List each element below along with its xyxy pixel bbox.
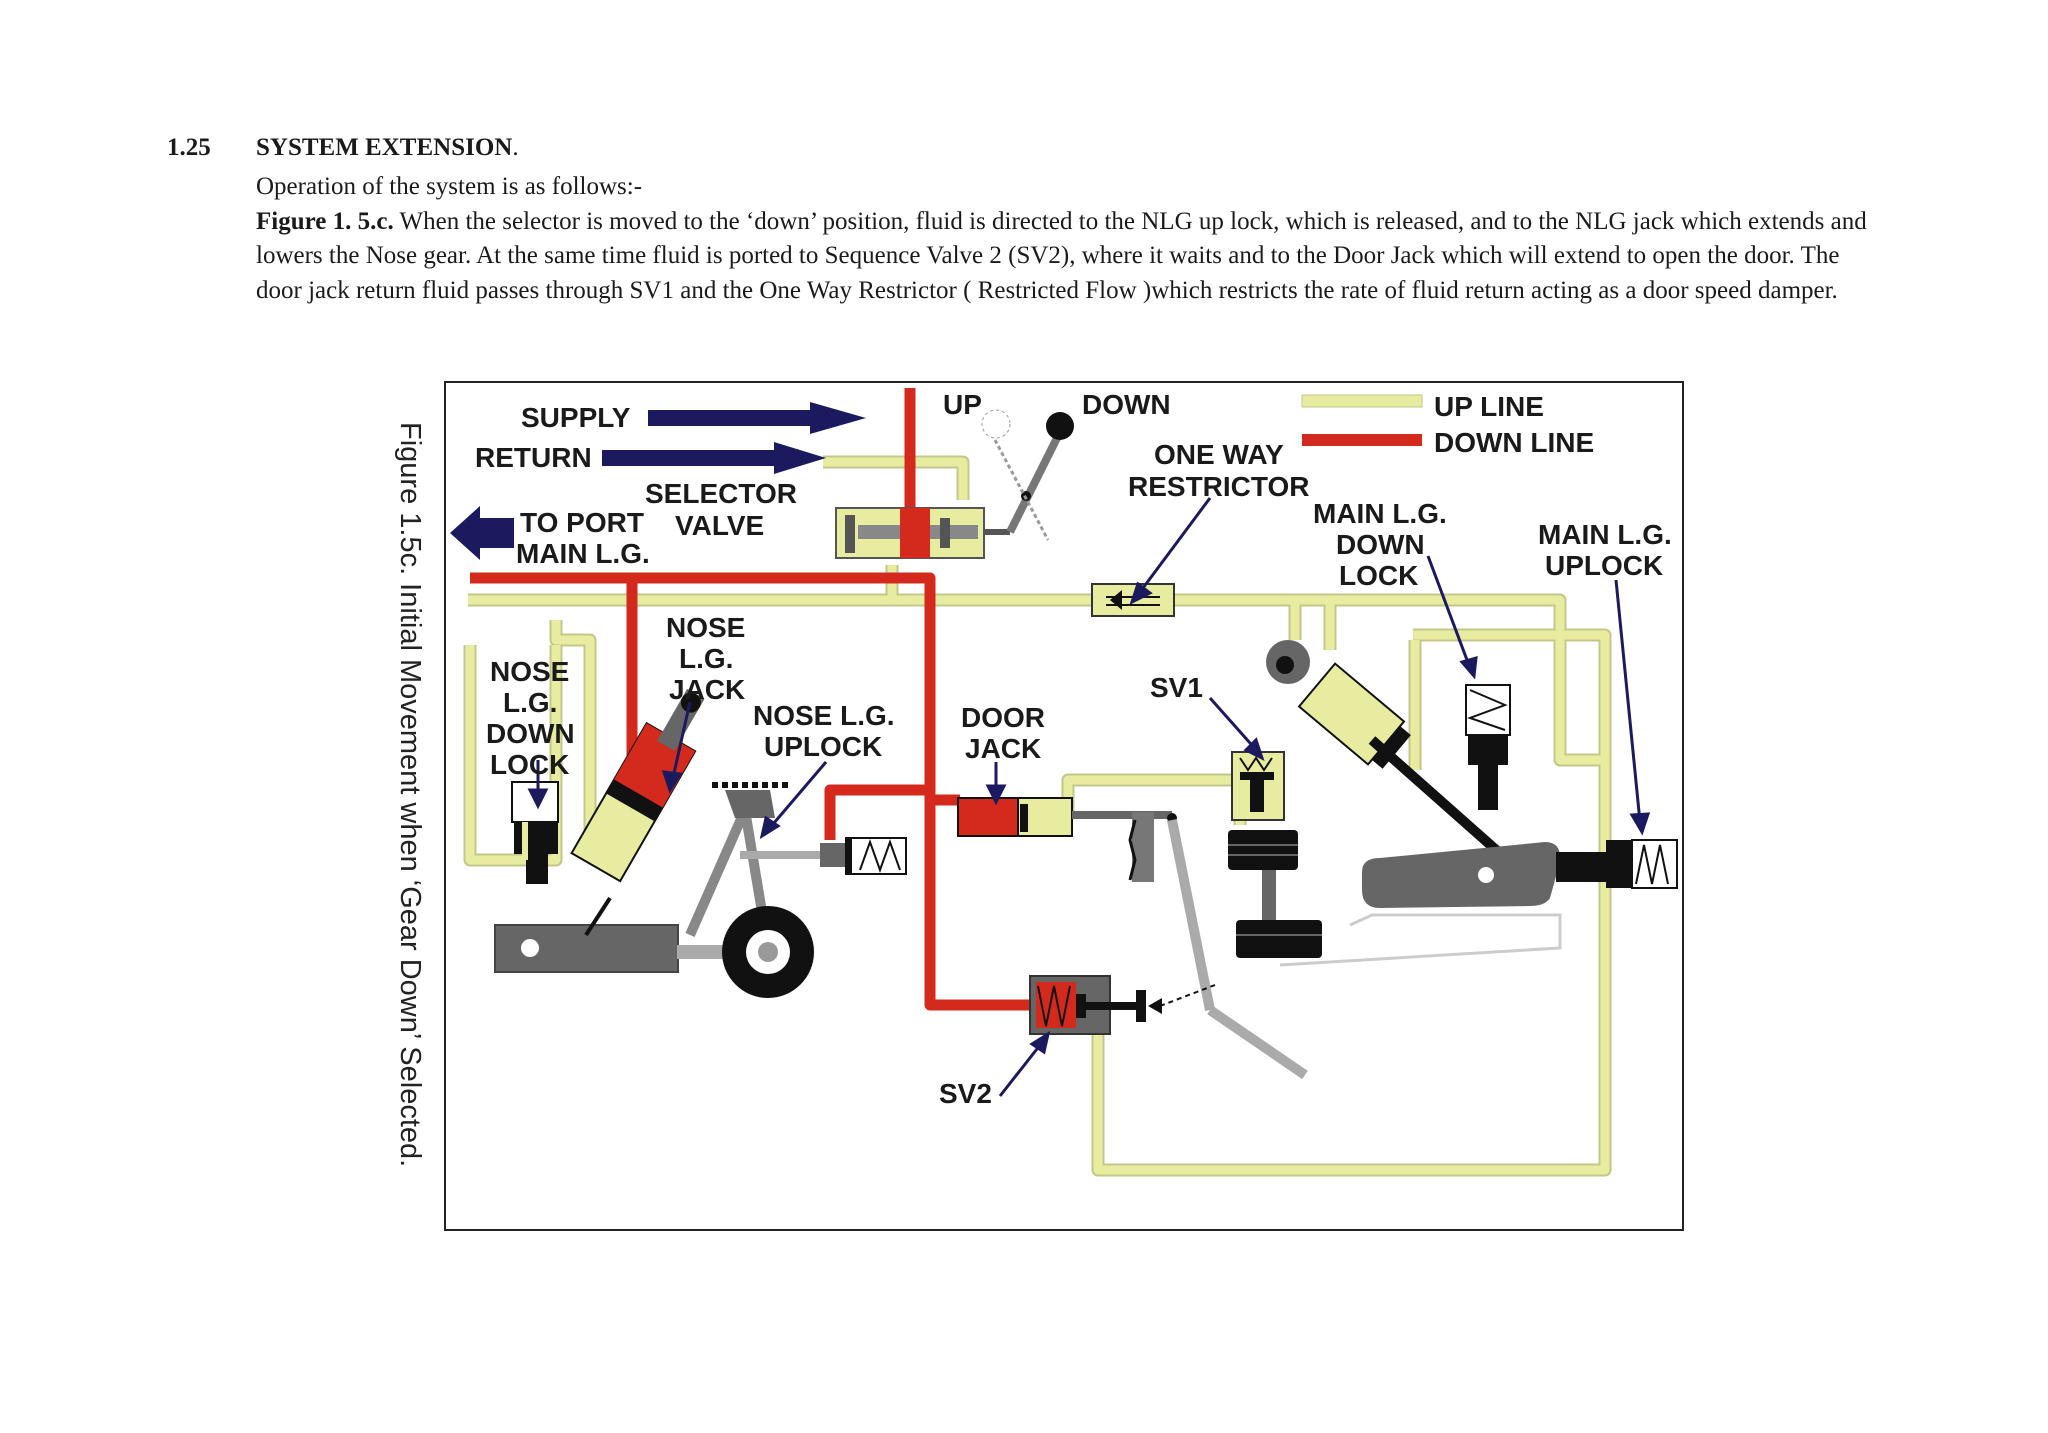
- main-down-lock: [1266, 640, 1534, 884]
- label-return: RETURN: [475, 442, 592, 473]
- section-title-suffix: .: [512, 134, 519, 161]
- label-nose-jack-line2: L.G.: [679, 643, 733, 674]
- label-main-uplock-line1: MAIN L.G.: [1538, 519, 1672, 550]
- label-to-port-line1: TO PORT: [520, 507, 644, 538]
- label-nose-uplock-line1: NOSE L.G.: [753, 700, 895, 731]
- label-to-port-line2: MAIN L.G.: [516, 538, 650, 569]
- figure-reference: Figure 1. 5.c.: [256, 207, 394, 235]
- label-main-uplock-line2: UPLOCK: [1545, 550, 1663, 581]
- label-nose-down-lock-line4: LOCK: [490, 749, 569, 780]
- label-nose-uplock-line2: UPLOCK: [764, 731, 882, 762]
- selector-valve: [835, 409, 1074, 559]
- to-port-arrow: [450, 506, 514, 560]
- section-intro: Operation of the system is as follows:-: [256, 173, 643, 200]
- up-line-pipes-fill: [465, 457, 1610, 1175]
- label-main-down-lock-line1: MAIN L.G.: [1313, 498, 1447, 529]
- sv1-valve: [1228, 751, 1322, 958]
- paragraph-text: When the selector is moved to the ‘down’…: [256, 207, 1867, 304]
- main-uplock: [1556, 839, 1678, 889]
- label-nose-down-lock-line2: L.G.: [503, 687, 557, 718]
- door-jack: [957, 797, 1308, 1080]
- label-supply: SUPPLY: [521, 402, 631, 433]
- label-door-jack-line1: DOOR: [961, 702, 1045, 733]
- legend-down-line: DOWN LINE: [1434, 427, 1594, 458]
- label-nose-jack-line1: NOSE: [666, 612, 745, 643]
- label-nose-down-lock-line1: NOSE: [490, 656, 569, 687]
- legend-up-swatch: [1301, 394, 1423, 408]
- label-down: DOWN: [1082, 389, 1171, 420]
- label-selector-line1: SELECTOR: [645, 478, 797, 509]
- figure-frame: [444, 381, 1684, 1231]
- label-nose-down-lock-line3: DOWN: [486, 718, 575, 749]
- section-title: SYSTEM EXTENSION.: [256, 134, 519, 162]
- nose-jack: [570, 688, 705, 883]
- label-one-way-line1: ONE WAY: [1154, 439, 1284, 470]
- section-title-text: SYSTEM EXTENSION: [256, 134, 513, 161]
- section-paragraph: Figure 1. 5.c. When the selector is move…: [256, 205, 1886, 309]
- label-main-down-lock-line2: DOWN: [1336, 529, 1425, 560]
- label-selector-line2: VALVE: [675, 510, 764, 541]
- label-sv2: SV2: [939, 1078, 992, 1109]
- label-up: UP: [943, 389, 982, 420]
- section-body: Operation of the system is as follows:- …: [256, 170, 1886, 308]
- legend-down-swatch: [1302, 434, 1422, 446]
- supply-arrow: [648, 402, 866, 434]
- nose-gear: [494, 782, 814, 998]
- pointer-arrows: [527, 497, 1651, 1097]
- label-nose-jack-line3: JACK: [669, 674, 745, 705]
- label-door-jack-line2: JACK: [965, 733, 1041, 764]
- legend-up-line: UP LINE: [1434, 391, 1544, 422]
- nose-uplock: [740, 837, 907, 875]
- return-arrow: [602, 442, 826, 474]
- label-sv1: SV1: [1150, 672, 1203, 703]
- main-uplock-spring: [1465, 684, 1511, 810]
- section-number: 1.25: [167, 134, 211, 161]
- main-gear-leg: [1279, 842, 1562, 967]
- sv2-valve: [1029, 975, 1216, 1035]
- label-main-down-lock-line3: LOCK: [1339, 560, 1418, 591]
- label-one-way-line2: RESTRICTOR: [1128, 471, 1310, 502]
